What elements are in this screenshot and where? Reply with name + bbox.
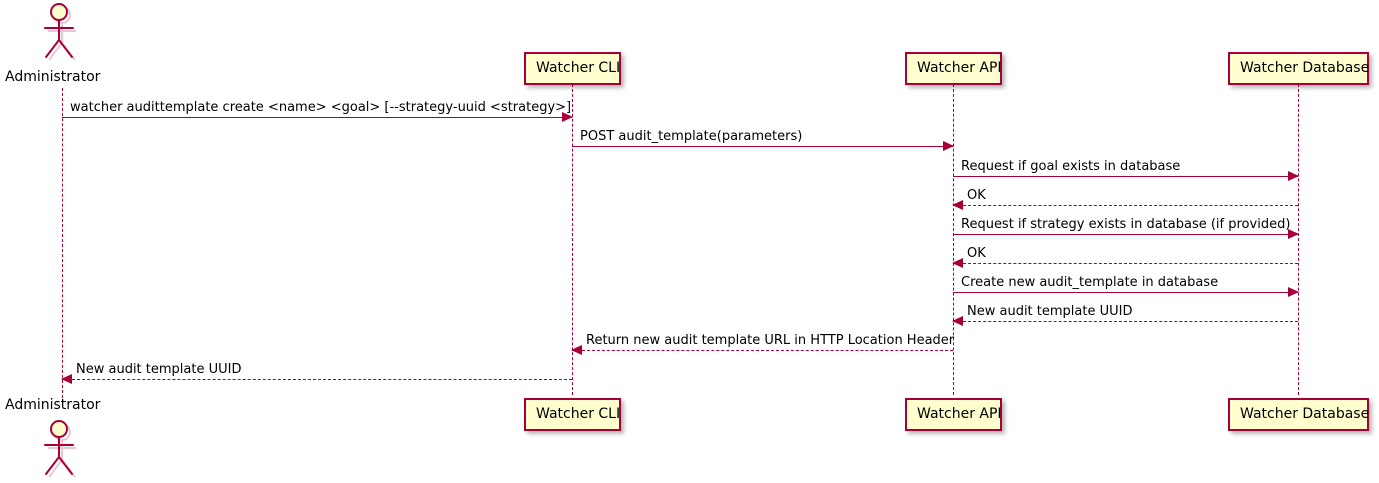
participant-watcher-api-bottom[interactable]: Watcher API: [905, 398, 1002, 431]
message-line: [953, 321, 1298, 322]
message-label: watcher audittemplate create <name> <goa…: [70, 100, 572, 115]
message-label: Create new audit_template in database: [961, 275, 1219, 290]
participant-watcher-database-bottom[interactable]: Watcher Database: [1228, 398, 1369, 431]
arrow-head-left-icon: [952, 200, 963, 210]
lifeline-watcher-api: [953, 84, 954, 395]
message-line: [953, 263, 1298, 264]
arrow-head-right-icon: [1288, 287, 1299, 297]
participant-watcher-cli-bottom[interactable]: Watcher CLI: [524, 398, 621, 431]
actor-stick-figure-icon: [44, 420, 76, 478]
message-label: OK: [967, 188, 986, 203]
message-line: [62, 379, 572, 380]
message-label: Return new audit template URL in HTTP Lo…: [586, 333, 955, 348]
arrow-head-left-icon: [952, 258, 963, 268]
actor-stick-figure-icon: [44, 3, 76, 61]
message-line: [572, 146, 953, 147]
message-label: Request if strategy exists in database (…: [961, 217, 1291, 232]
actor-administrator-bottom[interactable]: [37, 419, 87, 478]
arrow-head-left-icon: [61, 374, 72, 384]
arrow-head-right-icon: [562, 112, 573, 122]
message-line: [953, 176, 1298, 177]
message-label: New audit template UUID: [967, 304, 1133, 319]
participant-watcher-database-top[interactable]: Watcher Database: [1228, 52, 1369, 85]
message-line: [953, 234, 1298, 235]
actor-label-administrator-top: Administrator: [5, 69, 101, 85]
lifeline-watcher-database: [1298, 84, 1299, 395]
participant-watcher-cli-top[interactable]: Watcher CLI: [524, 52, 621, 85]
message-line: [953, 292, 1298, 293]
message-label: POST audit_template(parameters): [580, 129, 803, 144]
participant-watcher-api-top[interactable]: Watcher API: [905, 52, 1002, 85]
lifeline-watcher-cli: [572, 84, 573, 395]
message-label: New audit template UUID: [76, 362, 242, 377]
arrow-head-left-icon: [952, 316, 963, 326]
arrow-head-right-icon: [943, 141, 954, 151]
message-line: [62, 117, 572, 118]
actor-label-administrator-bottom: Administrator: [5, 397, 101, 413]
arrow-head-right-icon: [1288, 229, 1299, 239]
lifeline-administrator: [62, 88, 63, 398]
arrow-head-left-icon: [571, 345, 582, 355]
message-label: Request if goal exists in database: [961, 159, 1181, 174]
arrow-head-right-icon: [1288, 171, 1299, 181]
actor-administrator-top[interactable]: [37, 2, 87, 61]
message-line: [572, 350, 953, 351]
message-line: [953, 205, 1298, 206]
message-label: OK: [967, 246, 986, 261]
